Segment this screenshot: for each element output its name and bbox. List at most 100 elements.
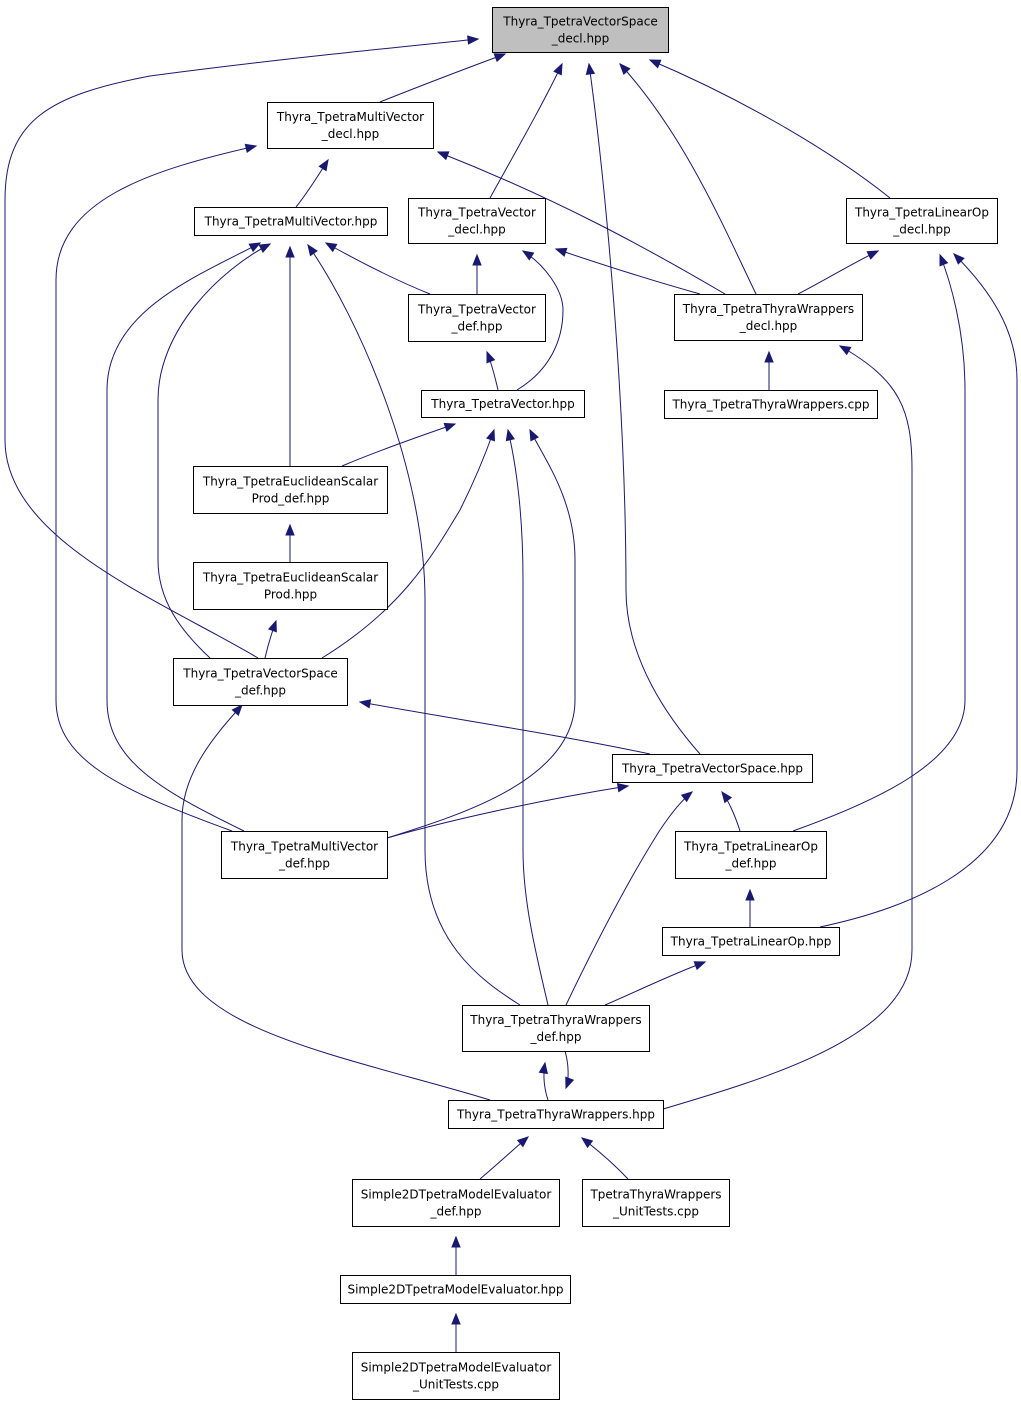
edge-vs-hpp-to-vs-def xyxy=(359,701,651,755)
edges-layer xyxy=(4,35,1018,1352)
node-label-line: _decl.hpp xyxy=(739,319,798,333)
node-v-hpp[interactable]: Thyra_TpetraVector.hpp xyxy=(421,390,585,418)
edge-lo-def-to-lo-decl xyxy=(792,254,966,832)
node-box[interactable] xyxy=(492,7,669,53)
node-me-ut[interactable]: Simple2DTpetraModelEvaluator_UnitTests.c… xyxy=(352,1352,560,1400)
edge-esp-def-to-v-hpp xyxy=(341,423,456,467)
edge-tw-def-to-mv-hpp xyxy=(307,244,521,1006)
node-box[interactable] xyxy=(448,1100,664,1129)
edge-tw-def-to-lo-hpp-arrowhead xyxy=(693,961,707,971)
edge-mv-decl-to-vs-decl xyxy=(379,53,506,103)
edge-esp-def-to-v-hpp-arrowhead xyxy=(443,422,457,432)
edge-me-ut-to-me-hpp-arrowhead xyxy=(451,1312,461,1325)
edge-tw-decl-to-lo-decl-arrowhead xyxy=(866,250,880,260)
node-box[interactable] xyxy=(675,831,827,879)
node-label-line: TpetraThyraWrappers xyxy=(589,1188,721,1202)
edge-tw-decl-to-lo-decl xyxy=(797,250,879,295)
node-lo-hpp[interactable]: Thyra_TpetraLinearOp.hpp xyxy=(662,927,840,956)
edge-tw-hpp-to-tw-decl xyxy=(599,345,913,1129)
node-box[interactable] xyxy=(674,294,863,341)
node-box[interactable] xyxy=(662,927,840,956)
node-label-line: Thyra_TpetraVectorSpace xyxy=(182,667,337,681)
node-box[interactable] xyxy=(612,754,813,783)
edge-tw-def-to-v-hpp xyxy=(507,429,549,1006)
node-me-def[interactable]: Simple2DTpetraModelEvaluator_def.hpp xyxy=(352,1179,560,1227)
node-box[interactable] xyxy=(352,1179,560,1227)
edge-mv-def-to-mv-decl-arrowhead xyxy=(244,143,258,153)
node-box[interactable] xyxy=(173,658,348,706)
node-box[interactable] xyxy=(194,207,388,236)
node-box[interactable] xyxy=(462,1005,650,1052)
node-vs-hpp[interactable]: Thyra_TpetraVectorSpace.hpp xyxy=(612,754,813,783)
node-label-line: _def.hpp xyxy=(278,857,330,871)
edge-lo-def-to-lo-decl-arrowhead xyxy=(939,253,949,267)
node-vs-decl[interactable]: Thyra_TpetraVectorSpace_decl.hpp xyxy=(492,7,669,53)
edge-mv-def-to-mv-decl xyxy=(55,145,257,832)
node-label-line: _def.hpp xyxy=(234,684,286,698)
node-ut-cpp[interactable]: TpetraThyraWrappers_UnitTests.cpp xyxy=(582,1179,730,1227)
edge-lo-decl-to-vs-decl xyxy=(649,59,891,199)
node-box[interactable] xyxy=(340,1275,571,1304)
node-label-line: Thyra_TpetraEuclideanScalar xyxy=(202,475,378,489)
edge-tw-def-to-lo-hpp xyxy=(604,961,706,1006)
node-box[interactable] xyxy=(408,198,546,244)
node-box[interactable] xyxy=(664,390,878,419)
node-mv-decl[interactable]: Thyra_TpetraMultiVector_decl.hpp xyxy=(267,102,434,149)
edge-v-decl-to-vs-decl xyxy=(489,63,563,199)
node-box[interactable] xyxy=(421,390,585,418)
node-mv-def[interactable]: Thyra_TpetraMultiVector_def.hpp xyxy=(221,831,388,879)
node-box[interactable] xyxy=(221,831,388,879)
edge-lo-hpp-to-lo-def-arrowhead xyxy=(745,888,755,901)
node-mv-hpp[interactable]: Thyra_TpetraMultiVector.hpp xyxy=(194,207,388,236)
node-label-line: Simple2DTpetraModelEvaluator xyxy=(361,1361,552,1375)
node-label-line: _def.hpp xyxy=(429,1205,481,1219)
node-label-line: Thyra_TpetraLinearOp xyxy=(854,206,989,220)
node-label-line: Thyra_TpetraMultiVector xyxy=(276,110,424,124)
node-box[interactable] xyxy=(193,562,388,610)
edge-vs-def-to-vs-decl-arrowhead xyxy=(467,35,480,45)
node-label-line: Thyra_TpetraThyraWrappers xyxy=(682,302,854,316)
node-tw-def[interactable]: Thyra_TpetraThyraWrappers_def.hpp xyxy=(462,1005,650,1052)
edge-vs-hpp-to-vs-decl xyxy=(588,63,701,755)
node-box[interactable] xyxy=(193,466,388,514)
node-lo-decl[interactable]: Thyra_TpetraLinearOp_decl.hpp xyxy=(846,198,998,244)
edge-lo-decl-to-vs-decl-arrowhead xyxy=(648,59,662,69)
node-tw-cpp[interactable]: Thyra_TpetraThyraWrappers.cpp xyxy=(664,390,878,419)
node-label-line: Thyra_TpetraVectorSpace xyxy=(502,15,657,29)
node-tw-decl[interactable]: Thyra_TpetraThyraWrappers _decl.hpp xyxy=(674,294,863,341)
nodes-layer: Thyra_TpetraVectorSpace_decl.hppThyra_Tp… xyxy=(173,7,998,1400)
node-label-line: Thyra_TpetraVector.hpp xyxy=(430,397,574,411)
node-me-hpp[interactable]: Simple2DTpetraModelEvaluator.hpp xyxy=(340,1275,571,1304)
node-box[interactable] xyxy=(408,294,546,342)
node-box[interactable] xyxy=(267,102,434,149)
node-box[interactable] xyxy=(582,1179,730,1227)
node-box[interactable] xyxy=(352,1352,560,1400)
node-lo-def[interactable]: Thyra_TpetraLinearOp_def.hpp xyxy=(675,831,827,879)
node-vs-def[interactable]: Thyra_TpetraVectorSpace _def.hpp xyxy=(173,658,348,706)
node-label-line: Thyra_TpetraThyraWrappers.cpp xyxy=(671,398,869,412)
edge-tw-decl-to-vs-decl-arrowhead xyxy=(619,63,631,75)
node-tw-hpp[interactable]: Thyra_TpetraThyraWrappers.hpp xyxy=(448,1100,664,1129)
node-label-line: Thyra_TpetraEuclideanScalar xyxy=(202,571,378,585)
edge-tw-decl-to-v-decl-arrowhead xyxy=(554,247,568,257)
node-label-line: Thyra_TpetraLinearOp.hpp xyxy=(670,935,832,949)
edge-tw-decl-to-mv-decl-arrowhead xyxy=(436,151,450,161)
edge-tw-decl-to-vs-decl xyxy=(619,63,757,295)
edge-vs-def-to-esp-hpp-arrowhead xyxy=(267,619,277,633)
edge-mv-def-to-vs-hpp-arrowhead xyxy=(616,782,630,793)
edge-v-decl-to-vs-decl-arrowhead xyxy=(553,62,563,76)
edge-tw-hpp-to-vs-def xyxy=(181,704,491,1101)
edge-esp-hpp-to-esp-def-arrowhead xyxy=(285,523,295,536)
node-box[interactable] xyxy=(846,198,998,244)
edge-vs-hpp-to-vs-def-arrowhead xyxy=(358,699,372,709)
node-v-def[interactable]: Thyra_TpetraVector_def.hpp xyxy=(408,294,546,342)
edge-tw-def-to-vs-hpp-arrowhead xyxy=(680,791,694,803)
edge-lo-hpp-to-lo-decl-arrowhead xyxy=(953,253,965,265)
node-v-decl[interactable]: Thyra_TpetraVector_decl.hpp xyxy=(408,198,546,244)
edge-v-hpp-to-v-decl xyxy=(516,250,564,391)
edge-mv-hpp-to-mv-decl-arrowhead xyxy=(318,158,329,172)
edge-tw-def-to-tw-hpp-arrowhead xyxy=(565,1076,575,1090)
